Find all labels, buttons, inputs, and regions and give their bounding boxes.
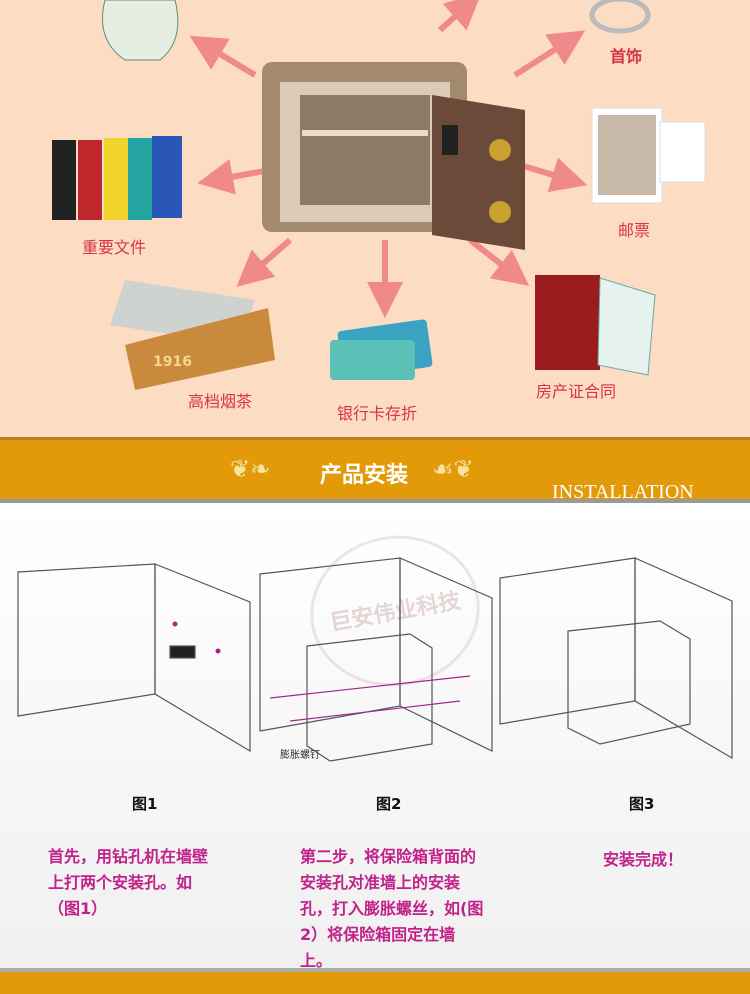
installation-section: 巨安伟业科技 膨胀螺钉 图1 图2 图3 首先，用钻孔机在墙壁上打两个安装孔。如… bbox=[0, 506, 750, 970]
step-2-text: 第二步，将保险箱背面的安装孔对准墙上的安装孔，打入膨胀螺丝，如(图2）将保险箱固… bbox=[300, 847, 484, 970]
label-stamps: 邮票 bbox=[618, 221, 651, 240]
label-tea: 高档烟茶 bbox=[188, 392, 253, 411]
step-1-text: 首先，用钻孔机在墙壁上打两个安装孔。如（图1） bbox=[48, 847, 209, 918]
label-bank: 银行卡存折 bbox=[337, 404, 418, 423]
figure-3-label: 图3 bbox=[629, 795, 655, 813]
screw-label: 膨胀螺钉 bbox=[280, 750, 320, 761]
figure-2-label: 图2 bbox=[376, 795, 402, 813]
section-banner: ❦❧ 产品安装 ☙❦ INSTALLATION bbox=[0, 437, 750, 503]
step-3-text: 安装完成！ bbox=[603, 850, 684, 869]
banner-title: 产品安装 bbox=[320, 463, 409, 488]
tea-box-text: 1916 bbox=[153, 354, 192, 370]
ornament-right-icon: ☙❦ bbox=[432, 455, 474, 483]
tea-box-image bbox=[110, 280, 275, 390]
ring-image bbox=[589, 0, 651, 34]
figure-2-drawing bbox=[259, 557, 493, 762]
vase-image bbox=[102, 0, 179, 61]
figure-1-drawing bbox=[17, 563, 251, 753]
bank-cards-image bbox=[330, 319, 433, 380]
stamps-image bbox=[591, 107, 706, 204]
arrows bbox=[189, 0, 588, 318]
label-jewelry: 首饰 bbox=[610, 47, 643, 66]
installation-diagrams bbox=[17, 557, 733, 762]
figure-1-label: 图1 bbox=[132, 795, 158, 813]
figure-3-drawing bbox=[499, 557, 733, 760]
next-section-banner bbox=[0, 968, 750, 994]
label-deed: 房产证合同 bbox=[536, 382, 617, 401]
items-illustration: 1916 bbox=[52, 0, 706, 390]
storage-items-section: 1916 首饰 邮票 重要文件 高档烟茶 银行卡存折 房产证合同 bbox=[0, 0, 750, 437]
safe-image bbox=[262, 62, 525, 250]
label-documents: 重要文件 bbox=[82, 238, 147, 257]
binders-image bbox=[52, 136, 182, 220]
deed-image bbox=[535, 275, 656, 376]
ornament-left-icon: ❦❧ bbox=[230, 455, 271, 483]
banner-subtitle: INSTALLATION bbox=[552, 481, 694, 503]
